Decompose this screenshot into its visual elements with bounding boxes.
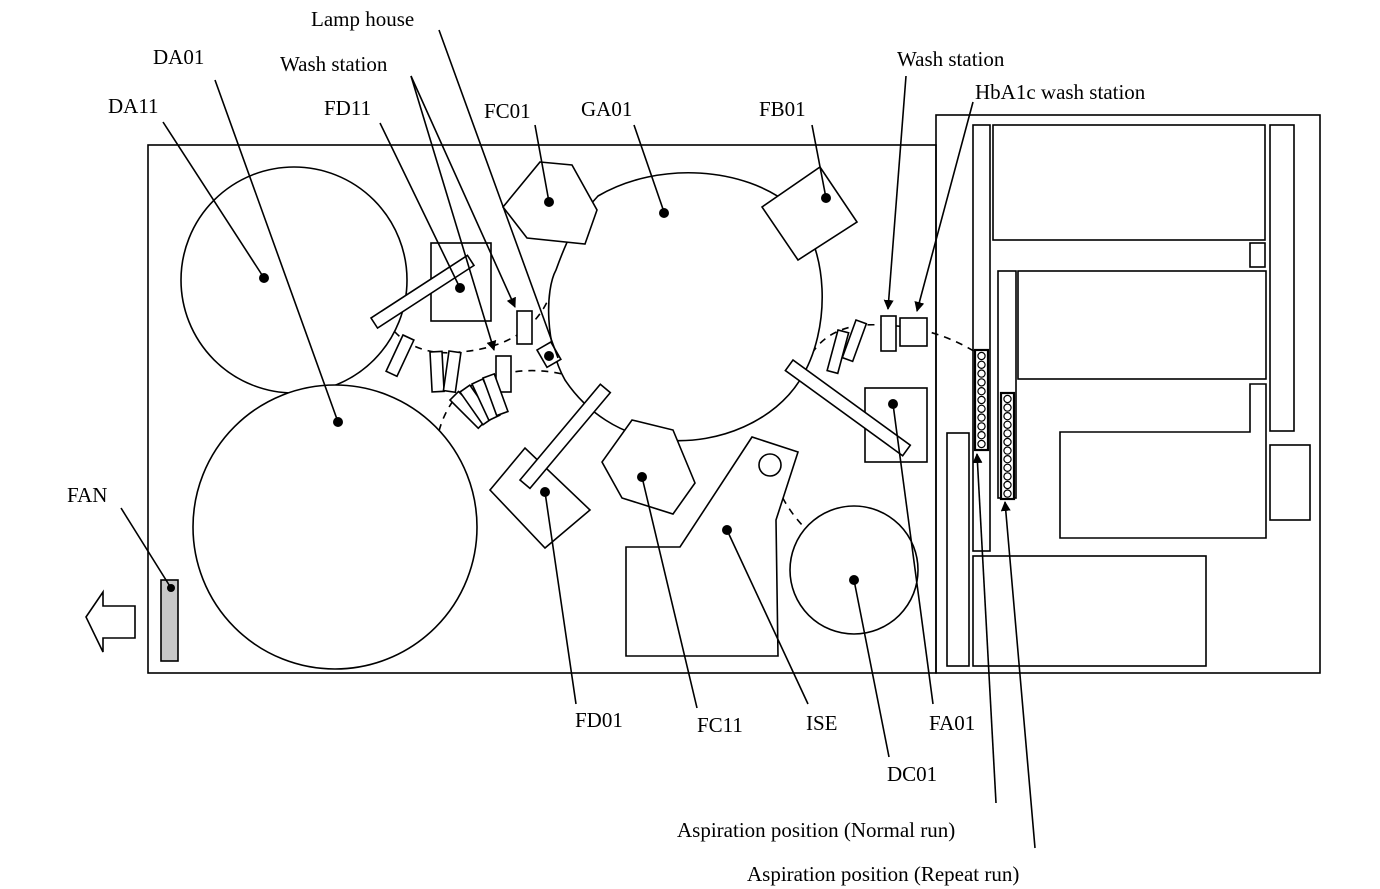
label-fd01: FD01 <box>575 708 623 732</box>
leader-lines <box>120 29 1036 849</box>
aspiration-rack-repeat <box>999 391 1016 501</box>
module-center-dots <box>167 193 898 592</box>
rack-sample-hole <box>977 439 986 449</box>
dc01-disk <box>789 505 919 635</box>
ise-port <box>758 453 782 477</box>
wash-station-right-box <box>880 315 897 352</box>
reagent-bottles-left <box>385 333 509 430</box>
wash-station-left-b <box>495 355 512 393</box>
label-wash-station-left: Wash station <box>280 52 388 76</box>
rack-section-internals <box>946 124 1311 667</box>
hba1c-wash-station-box <box>899 317 928 347</box>
rack-sample-hole <box>1003 403 1012 412</box>
reagent-bottles-right <box>826 318 868 375</box>
rack-sample-hole <box>1003 394 1012 404</box>
ise-unit <box>625 436 800 657</box>
label-fb01: FB01 <box>759 97 806 121</box>
exhaust-arrow-icon <box>85 589 136 653</box>
rack-sample-hole <box>1003 463 1012 472</box>
fd01-arm <box>518 383 612 490</box>
rack-sample-hole <box>977 413 986 422</box>
aspiration-rack-normal <box>973 348 990 452</box>
label-wash-station-right: Wash station <box>897 47 1005 71</box>
label-fa01: FA01 <box>929 711 975 735</box>
fc11-unit <box>601 419 696 515</box>
fd11-arm <box>369 254 476 330</box>
rack-sample-hole <box>977 422 986 431</box>
label-hba1c-wash-station: HbA1c wash station <box>975 80 1146 104</box>
label-lamp-house: Lamp house <box>311 7 414 31</box>
fb01-unit <box>760 165 859 262</box>
rack-sample-hole <box>1003 455 1012 464</box>
rack-sample-hole <box>1003 437 1012 447</box>
label-da11: DA11 <box>108 94 159 118</box>
rack-sample-hole <box>977 395 986 405</box>
rack-sample-hole <box>1003 472 1012 481</box>
da11-disk <box>192 384 478 670</box>
rack-sample-hole <box>977 378 986 387</box>
rack-sample-hole <box>1003 429 1012 438</box>
rack-sample-hole <box>977 387 986 396</box>
rack-section-frame <box>935 114 1321 674</box>
trajectory-fa01 <box>805 323 981 366</box>
rack-sample-hole <box>1003 480 1012 490</box>
label-fc11: FC11 <box>697 713 743 737</box>
rack-sample-hole <box>977 360 986 369</box>
wash-station-left-a <box>516 310 533 345</box>
rack-sample-hole <box>1003 446 1012 455</box>
fa01-arm <box>784 358 912 457</box>
rack-sample-hole <box>977 431 986 440</box>
rack-sample-hole <box>1003 412 1012 421</box>
rack-sample-hole <box>1003 420 1012 429</box>
fan-unit <box>160 579 179 662</box>
label-fd11: FD11 <box>324 96 371 120</box>
label-fan: FAN <box>67 483 107 507</box>
label-da01: DA01 <box>153 45 204 69</box>
label-aspiration-normal: Aspiration position (Normal run) <box>677 818 955 842</box>
label-fc01: FC01 <box>484 99 531 123</box>
label-ga01: GA01 <box>581 97 632 121</box>
fd01-unit <box>488 446 592 550</box>
rack-sample-hole <box>977 404 986 413</box>
label-aspiration-repeat: Aspiration position (Repeat run) <box>747 862 1019 886</box>
rack-sample-hole <box>977 351 986 361</box>
label-ise: ISE <box>806 711 838 735</box>
label-dc01: DC01 <box>887 762 937 786</box>
rack-sample-hole <box>1003 489 1012 498</box>
rack-sample-hole <box>977 369 986 378</box>
